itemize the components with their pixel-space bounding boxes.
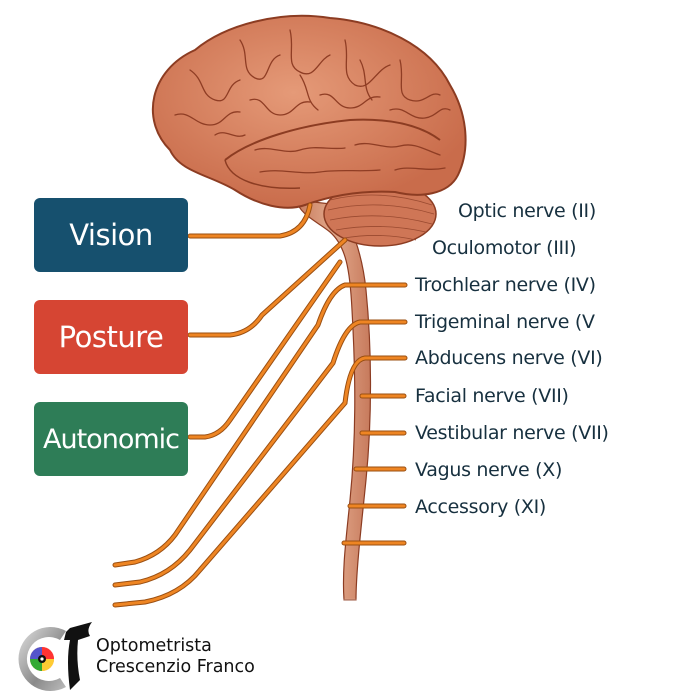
cerebellum — [323, 181, 437, 247]
brain — [151, 14, 467, 209]
brand-line-2: Crescenzio Franco — [96, 657, 255, 677]
logo-c-ring-icon — [18, 627, 66, 691]
brand-logo — [18, 622, 92, 691]
nerve-label-vestibular: Vestibular nerve (VII) — [415, 422, 609, 444]
vision-box: Vision — [34, 198, 188, 272]
spinal-cord — [295, 199, 372, 605]
nerve-label-oculomotor: Oculomotor (III) — [432, 237, 577, 259]
nerve-label-trigeminal: Trigeminal nerve (V — [415, 311, 595, 333]
logo-f-glyph-icon — [64, 622, 92, 690]
nerve-label-abducens: Abducens nerve (VI) — [415, 347, 603, 369]
autonomic-connector — [187, 259, 343, 440]
nerve-label-optic: Optic nerve (II) — [458, 200, 596, 222]
nerve-label-accessory: Accessory (XI) — [415, 496, 547, 518]
brand-line-1: Optometrista — [96, 636, 212, 656]
posture-box: Posture — [34, 300, 188, 374]
brand-name: Optometrista Crescenzio Franco — [96, 636, 255, 678]
color-wheel-eye-icon — [30, 647, 54, 671]
nerve-label-vagus: Vagus nerve (X) — [415, 459, 563, 481]
autonomic-box: Autonomic — [34, 402, 188, 476]
nerve-label-facial: Facial nerve (VII) — [415, 385, 569, 407]
nerve-label-trochlear: Trochlear nerve (IV) — [415, 274, 596, 296]
nerve-lines — [112, 202, 408, 608]
